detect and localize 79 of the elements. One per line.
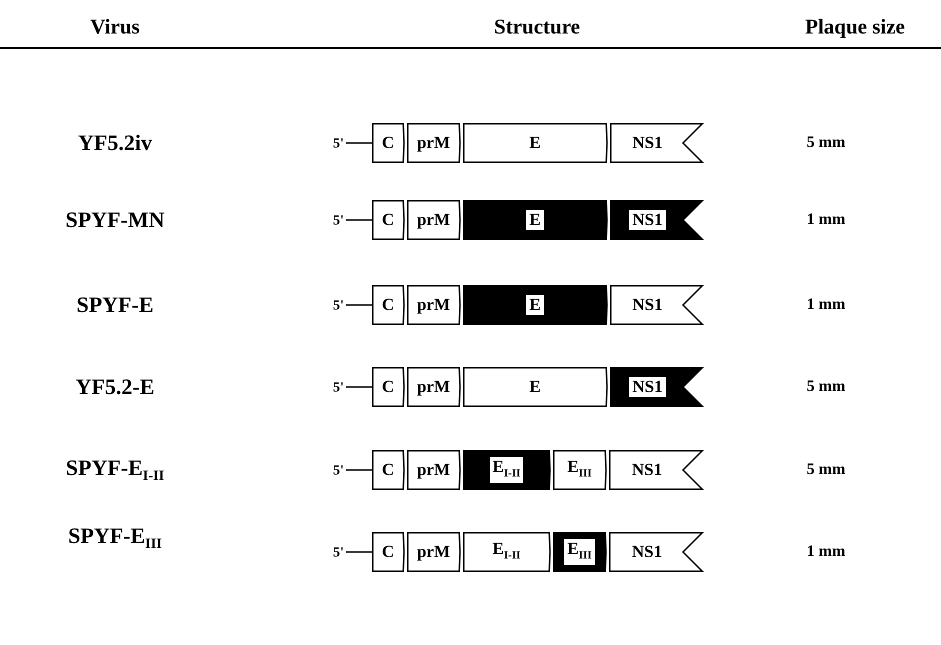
five-prime-label: 5' xyxy=(333,214,344,230)
virus-name: YF5.2-E xyxy=(76,374,154,400)
gene-segment xyxy=(407,200,460,240)
column-header: Virus xyxy=(90,14,140,40)
gene-segment xyxy=(407,532,460,572)
gene-segment-notched xyxy=(609,532,703,572)
segment-label: E xyxy=(528,377,542,397)
gene-segment xyxy=(407,367,460,407)
gene-segment-notched xyxy=(610,367,703,407)
plaque-size: 1 mm xyxy=(806,211,846,229)
segment-label: NS1 xyxy=(630,542,664,562)
segment-label: E xyxy=(526,210,544,230)
plaque-size: 5 mm xyxy=(806,378,846,396)
segment-label: E xyxy=(528,133,542,153)
gene-segment xyxy=(553,450,606,490)
segment-label: prM xyxy=(416,377,452,397)
segment-label: prM xyxy=(416,133,452,153)
gene-segment xyxy=(463,123,607,163)
segment-label: E$_{I-II}$ xyxy=(492,538,522,564)
gene-segment-notched xyxy=(610,123,703,163)
gene-segment xyxy=(407,123,460,163)
virus-name: YF5.2iv xyxy=(78,130,152,156)
virus-name: SPYF-MN xyxy=(66,207,164,233)
connector-line xyxy=(346,386,372,388)
segment-label: E$_{III}$ xyxy=(564,538,595,566)
plaque-size: 5 mm xyxy=(806,461,846,479)
gene-segment xyxy=(463,532,550,572)
segment-label: C xyxy=(380,295,396,315)
segment-label: NS1 xyxy=(629,210,666,230)
gene-segment xyxy=(463,285,607,325)
segment-label: prM xyxy=(416,460,452,480)
segment-label: E$_{I-II}$ xyxy=(490,456,524,484)
gene-segment xyxy=(463,367,607,407)
gene-segment xyxy=(553,532,606,572)
segment-label: NS1 xyxy=(630,460,664,480)
gene-segment xyxy=(372,285,404,325)
connector-line xyxy=(346,469,372,471)
connector-line xyxy=(346,142,372,144)
gene-segment xyxy=(372,200,404,240)
segment-label: NS1 xyxy=(631,133,664,153)
connector-line xyxy=(346,304,372,306)
five-prime-label: 5' xyxy=(333,298,344,315)
segment-label: C xyxy=(380,133,396,153)
connector-line xyxy=(346,219,372,221)
virus-name: SPYF-E$_{I-II}$ xyxy=(66,454,164,486)
five-prime-label: 5' xyxy=(333,464,344,480)
virus-name: SPYF-E$_{III}$ xyxy=(68,522,162,554)
segment-label: E$_{III}$ xyxy=(566,456,593,482)
gene-segment xyxy=(463,200,607,240)
segment-label: C xyxy=(380,210,396,230)
gene-segment xyxy=(372,450,404,490)
gene-segment-notched xyxy=(610,200,703,240)
segment-label: prM xyxy=(416,542,452,562)
column-header: Structure xyxy=(494,14,580,40)
gene-segment xyxy=(407,285,460,325)
five-prime-label: 5' xyxy=(333,136,344,153)
segment-label: C xyxy=(380,460,396,480)
plaque-size: 1 mm xyxy=(806,296,846,314)
segment-label: C xyxy=(380,542,396,562)
gene-segment xyxy=(463,450,550,490)
gene-segment xyxy=(372,367,404,407)
five-prime-label: 5' xyxy=(333,546,344,562)
gene-segment xyxy=(407,450,460,490)
segment-label: C xyxy=(380,377,396,397)
connector-line xyxy=(346,551,372,553)
gene-segment xyxy=(372,123,404,163)
segment-label: prM xyxy=(416,210,452,230)
virus-name: SPYF-E xyxy=(76,292,154,318)
column-header: Plaque size xyxy=(805,14,905,40)
plaque-size: 5 mm xyxy=(806,134,846,152)
segment-label: NS1 xyxy=(629,377,666,397)
gene-segment xyxy=(372,532,404,572)
five-prime-label: 5' xyxy=(333,380,344,397)
segment-label: E xyxy=(526,295,544,315)
plaque-size: 1 mm xyxy=(806,543,846,561)
gene-segment-notched xyxy=(609,450,703,490)
segment-label: prM xyxy=(416,295,452,315)
segment-label: NS1 xyxy=(631,295,664,315)
gene-segment-notched xyxy=(610,285,703,325)
